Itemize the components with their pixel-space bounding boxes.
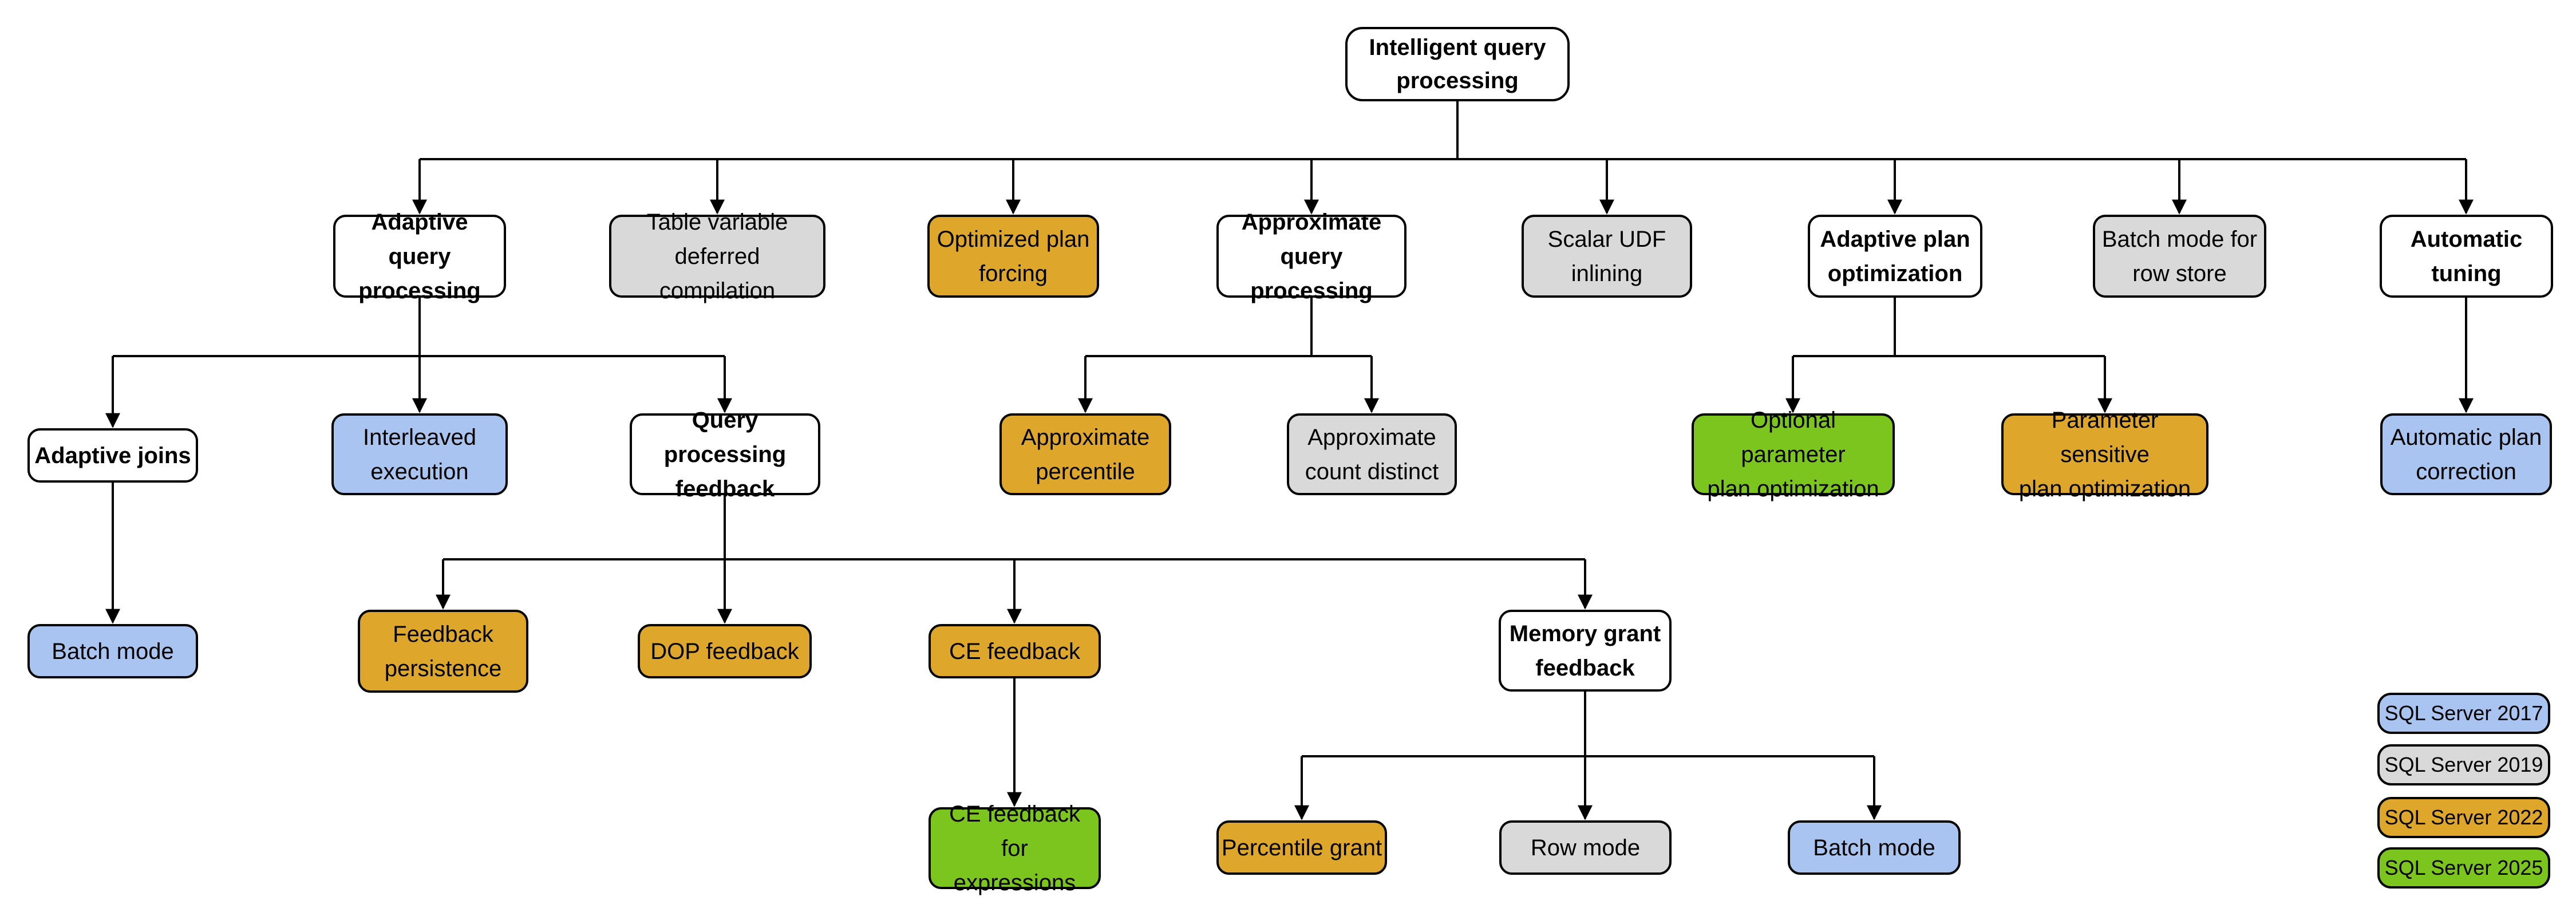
legend-item-sql-server-2017: SQL Server 2017 bbox=[2377, 693, 2550, 734]
node-approximate-percentile: Approximate percentile bbox=[999, 413, 1171, 495]
node-percentile-grant: Percentile grant bbox=[1216, 820, 1387, 875]
node-approximate-query-processing: Approximate query processing bbox=[1216, 210, 1406, 303]
node-feedback-persistence: Feedback persistence bbox=[358, 610, 528, 693]
node-batch-mode-memory-grant: Batch mode bbox=[1788, 820, 1961, 875]
node-query-processing-feedback: Query processing feedback bbox=[630, 408, 820, 502]
node-automatic-tuning: Automatic tuning bbox=[2380, 215, 2553, 298]
node-automatic-plan-correction: Automatic plan correction bbox=[2380, 413, 2552, 495]
node-parameter-sensitive-plan-optimization: Parameter sensitive plan optimization bbox=[2001, 408, 2208, 502]
node-ce-feedback: CE feedback bbox=[929, 624, 1101, 678]
node-memory-grant-feedback: Memory grant feedback bbox=[1499, 610, 1672, 692]
node-adaptive-query-processing: Adaptive query processing bbox=[333, 210, 506, 303]
node-optional-parameter-plan-optimization: Optional parameter plan optimization bbox=[1692, 408, 1895, 502]
node-interleaved-execution: Interleaved execution bbox=[331, 413, 508, 495]
node-ce-feedback-for-expressions: CE feedback for expressions bbox=[929, 802, 1101, 895]
node-approximate-count-distinct: Approximate count distinct bbox=[1287, 413, 1457, 495]
legend-item-sql-server-2022: SQL Server 2022 bbox=[2377, 797, 2550, 838]
node-batch-mode-adaptive-joins: Batch mode bbox=[27, 624, 198, 678]
node-row-mode: Row mode bbox=[1499, 820, 1672, 875]
node-optimized-plan-forcing: Optimized plan forcing bbox=[927, 215, 1099, 298]
legend-item-sql-server-2019: SQL Server 2019 bbox=[2377, 744, 2550, 785]
node-batch-mode-for-row-store: Batch mode for row store bbox=[2093, 215, 2266, 298]
legend-item-sql-server-2025: SQL Server 2025 bbox=[2377, 847, 2550, 889]
node-table-variable-deferred-compilation: Table variable deferred compilation bbox=[609, 210, 825, 303]
node-adaptive-joins: Adaptive joins bbox=[27, 428, 198, 483]
node-intelligent-query-processing: Intelligent query processing bbox=[1345, 27, 1570, 101]
node-adaptive-plan-optimization: Adaptive plan optimization bbox=[1808, 215, 1982, 298]
node-dop-feedback: DOP feedback bbox=[638, 624, 812, 678]
node-scalar-udf-inlining: Scalar UDF inlining bbox=[1522, 215, 1692, 298]
